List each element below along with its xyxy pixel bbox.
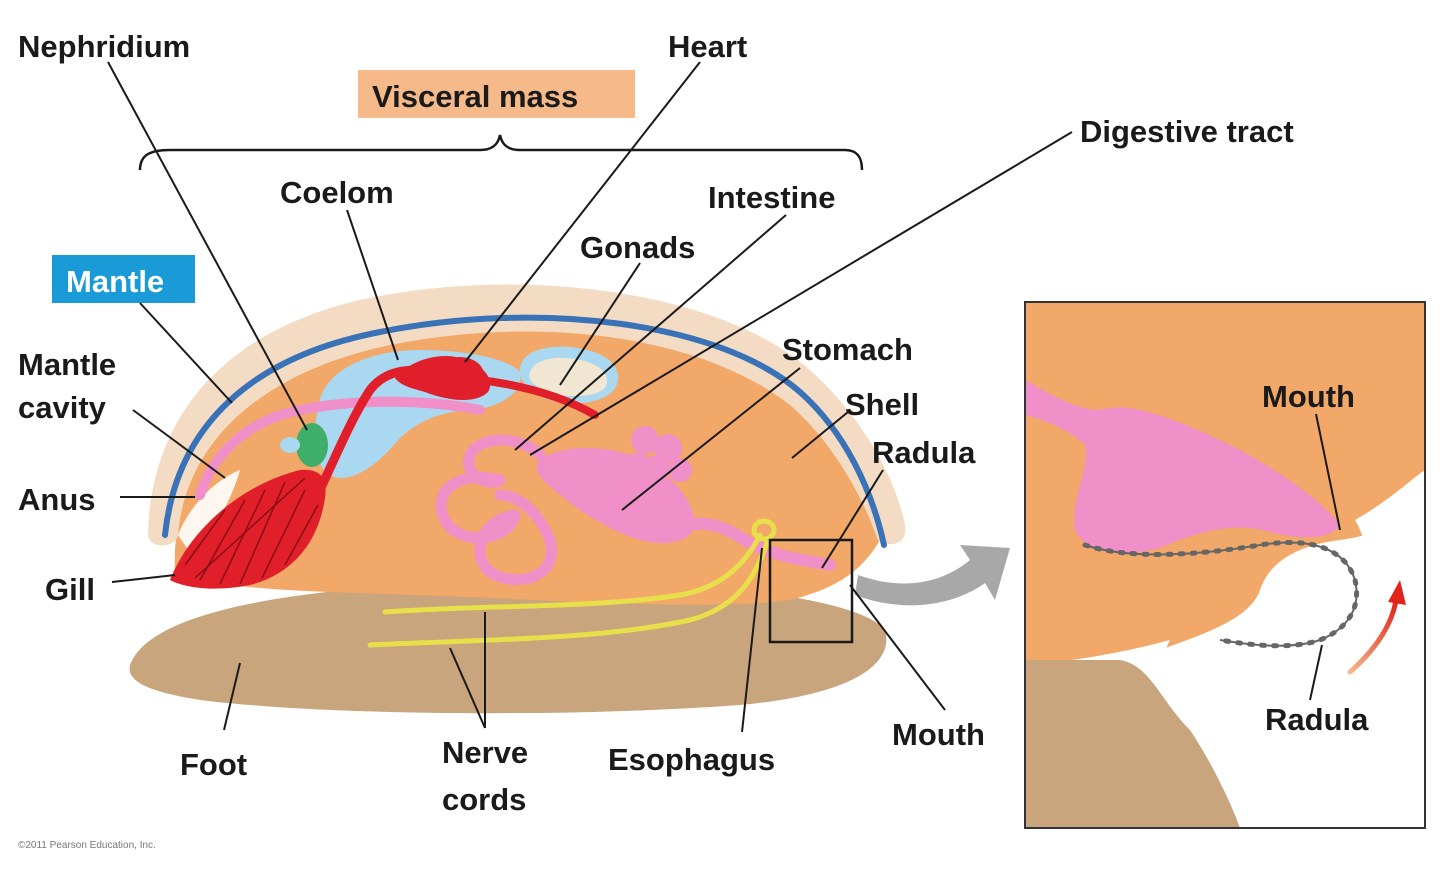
- label-esophagus: Esophagus: [608, 742, 775, 777]
- label-anus: Anus: [18, 482, 96, 517]
- intestine-shape: [435, 434, 558, 586]
- label-gill: Gill: [45, 572, 95, 607]
- nerve-cords-shape: [367, 518, 777, 648]
- inset-frame: [1024, 301, 1426, 829]
- rectum-tube: [195, 396, 485, 500]
- visceral-mass-box: [358, 70, 635, 118]
- label-heart: Heart: [668, 29, 747, 64]
- esophagus-shape: [684, 517, 836, 571]
- inset-red-arrow: [1347, 597, 1399, 675]
- label-intestine: Intestine: [708, 180, 835, 215]
- label-coelom: Coelom: [280, 175, 394, 210]
- foot-shape: [129, 579, 887, 714]
- aorta: [476, 376, 599, 419]
- label-mantle-cavity-line2: cavity: [18, 390, 107, 425]
- label-visceral-mass: Visceral mass: [372, 79, 578, 114]
- shell-shape: [148, 284, 906, 546]
- label-digestive-tract: Digestive tract: [1080, 114, 1294, 149]
- label-radula: Radula: [872, 435, 976, 470]
- inset-panel: [1025, 302, 1425, 828]
- visceral-mass-brace: [138, 134, 864, 171]
- nephridium-duct: [280, 437, 300, 453]
- zoom-arrow: [855, 545, 1010, 606]
- label-nerve-cords-line2: cords: [442, 782, 526, 817]
- label-inset-mouth: Mouth: [1262, 379, 1355, 414]
- label-foot: Foot: [180, 747, 247, 782]
- digestive-gland-shape: [628, 426, 692, 482]
- label-inset-radula: Radula: [1265, 702, 1369, 737]
- mantle-box: [52, 255, 195, 303]
- label-mouth: Mouth: [892, 717, 985, 752]
- leader-lines: [107, 61, 1341, 733]
- mantle-line: [162, 314, 887, 548]
- gill-lamellae: [184, 477, 319, 585]
- label-shell: Shell: [845, 387, 919, 422]
- label-nephridium: Nephridium: [18, 29, 190, 64]
- label-mantle-cavity-line1: Mantle: [18, 347, 116, 382]
- zoom-box: [768, 538, 854, 644]
- label-gonads: Gonads: [580, 230, 695, 265]
- label-stomach: Stomach: [782, 332, 913, 367]
- heart-chamber: [436, 357, 484, 393]
- nephridium-shape: [296, 423, 328, 467]
- mantle-cavity-shape: [178, 470, 240, 560]
- label-nerve-cords-line1: Nerve: [442, 735, 528, 770]
- copyright-credit: ©2011 Pearson Education, Inc.: [18, 840, 156, 851]
- label-mantle: Mantle: [66, 264, 164, 299]
